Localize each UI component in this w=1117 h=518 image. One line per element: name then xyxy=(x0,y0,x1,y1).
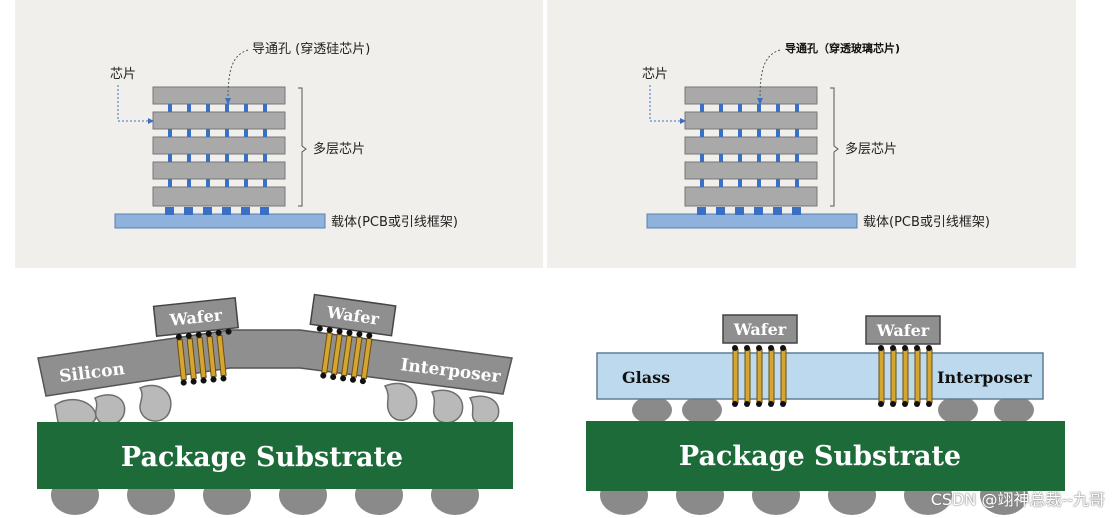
tsv-vias xyxy=(168,104,267,187)
tgv-balls-left xyxy=(732,345,786,407)
stack-bracket xyxy=(298,87,307,207)
via-arrowhead xyxy=(225,98,231,105)
chip-stack xyxy=(684,86,818,207)
via-arrowhead xyxy=(757,98,763,105)
wafer-left-label: Wafer xyxy=(733,320,787,339)
interposer-right-label: Interposer xyxy=(937,368,1032,387)
via-label: 导通孔（穿透玻璃芯片) xyxy=(785,41,900,55)
carrier-label: 载体(PCB或引线框架) xyxy=(863,215,990,230)
silicon-interposer xyxy=(37,329,513,397)
wafer-left xyxy=(722,314,798,344)
stack-label: 多层芯片 xyxy=(845,141,897,157)
stack-bracket xyxy=(830,87,839,207)
bump-row xyxy=(697,207,801,215)
wafer-right-wires xyxy=(321,332,373,380)
wafer-left-balls xyxy=(175,328,232,386)
wafer-right-balls xyxy=(316,325,373,385)
wafer-left xyxy=(152,296,240,338)
chip-arrow xyxy=(117,85,148,122)
chip-arrowhead xyxy=(148,118,154,124)
package-substrate xyxy=(586,421,1065,491)
watermark: CSDN @翊神总裁--九哥 xyxy=(930,490,1105,509)
stack-label: 多层芯片 xyxy=(313,141,365,157)
wafer-right xyxy=(309,293,397,337)
interposer-left-label: Glass xyxy=(622,368,670,387)
chip-label: 芯片 xyxy=(642,67,668,82)
wafer-right xyxy=(865,315,941,345)
deformed-bumps xyxy=(54,382,500,426)
package-substrate xyxy=(37,422,513,489)
chip-label: 芯片 xyxy=(110,67,136,82)
chip-arrow xyxy=(649,85,680,122)
chip-arrowhead xyxy=(680,118,686,124)
glass-interposer xyxy=(596,352,1044,400)
wafer-right-label: Wafer xyxy=(876,321,930,340)
carrier-board xyxy=(646,213,858,229)
via-label: 导通孔 (穿透硅芯片) xyxy=(252,41,370,57)
tgv-vias xyxy=(700,104,799,187)
carrier-board xyxy=(114,213,326,229)
carrier-label: 载体(PCB或引线框架) xyxy=(331,215,458,230)
bump-row xyxy=(165,207,269,215)
tgv-balls-right xyxy=(878,345,932,407)
substrate-label: Package Substrate xyxy=(121,442,403,473)
substrate-label: Package Substrate xyxy=(679,441,961,472)
wafer-left-wires xyxy=(176,334,227,381)
chip-stack xyxy=(152,86,286,207)
interposer-bumps xyxy=(632,396,1034,424)
